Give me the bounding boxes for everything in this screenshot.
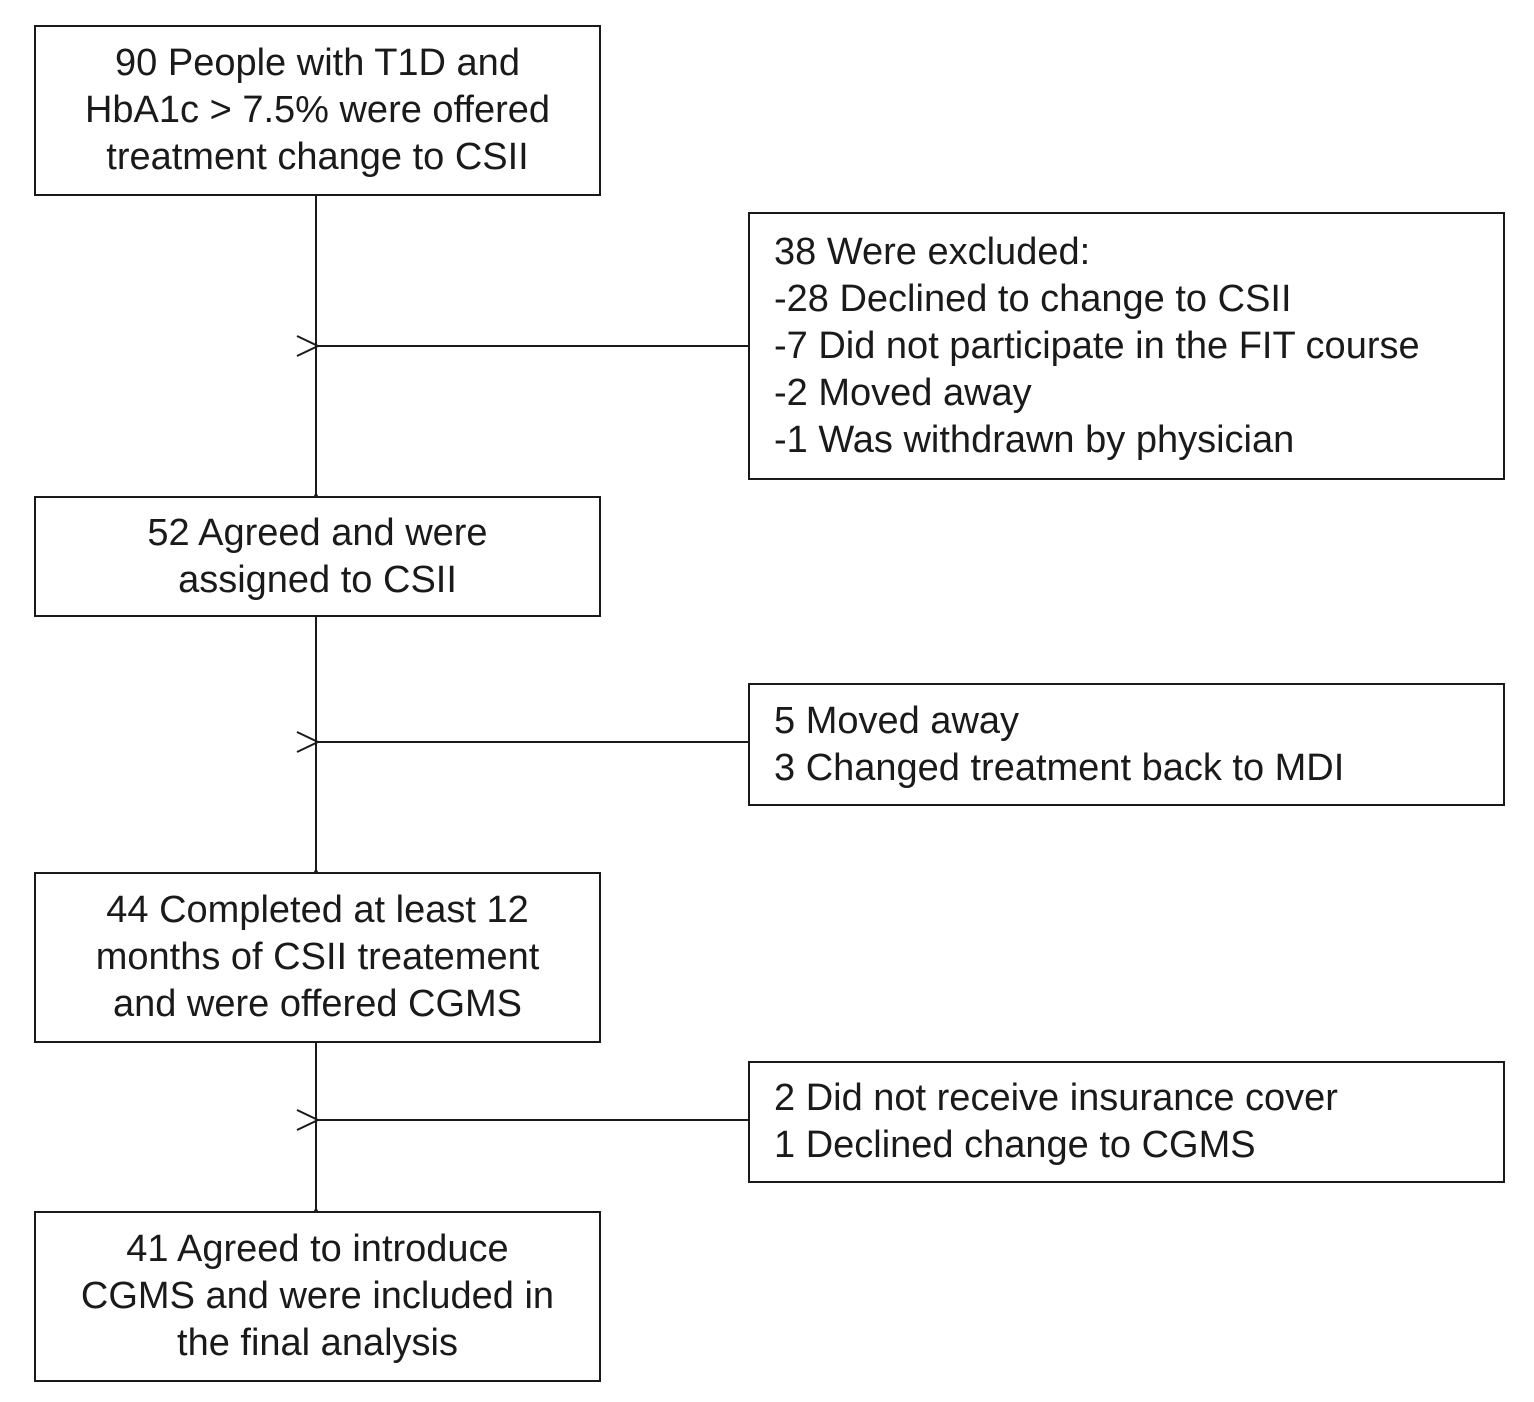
- exclusion-box-dropouts: 5 Moved away 3 Changed treatment back to…: [748, 683, 1505, 806]
- exclusion-box-line: 3 Changed treatment back to MDI: [774, 746, 1345, 789]
- exclusion-box-line: 1 Declined change to CGMS: [774, 1124, 1256, 1166]
- exclusion-box-line: 2 Did not receive insurance cover: [774, 1077, 1338, 1119]
- exclusion-box-cgms-declined: 2 Did not receive insurance cover 1 Decl…: [748, 1061, 1505, 1183]
- step-box-assigned-csii: 52 Agreed and were assigned to CSII: [34, 496, 601, 617]
- exclusion-box-line: -1 Was withdrawn by physician: [774, 418, 1295, 461]
- exclusion-box-line: 5 Moved away: [774, 699, 1020, 742]
- step-box-offered-csii: 90 People with T1D and HbA1c > 7.5% were…: [34, 25, 601, 196]
- step-box-line: HbA1c > 7.5% were offered: [84, 89, 551, 131]
- exclusion-box-line: 38 Were excluded:: [774, 230, 1091, 273]
- step-box-line: 44 Completed at least 12: [106, 889, 529, 931]
- step-box-line: CGMS and were included in: [80, 1275, 555, 1317]
- exclusion-box-line: -28 Declined to change to CSII: [774, 277, 1292, 320]
- step-box-line: months of CSII treatement: [95, 936, 540, 978]
- step-box-offered-cgms: 44 Completed at least 12 months of CSII …: [34, 872, 601, 1043]
- step-box-final-analysis: 41 Agreed to introduce CGMS and were inc…: [34, 1211, 601, 1382]
- step-box-line: 52 Agreed and were: [147, 511, 488, 554]
- step-box-line: treatment change to CSII: [106, 136, 529, 178]
- exclusion-box-line: -2 Moved away: [774, 371, 1032, 414]
- step-box-line: assigned to CSII: [178, 558, 457, 601]
- step-box-line: 90 People with T1D and: [115, 42, 520, 84]
- exclusion-box-line: -7 Did not participate in the FIT course: [774, 324, 1420, 367]
- step-box-line: and were offered CGMS: [112, 983, 523, 1025]
- exclusion-box-excluded: 38 Were excluded: -28 Declined to change…: [748, 212, 1505, 480]
- step-box-line: 41 Agreed to introduce: [126, 1228, 509, 1270]
- step-box-line: the final analysis: [177, 1322, 458, 1364]
